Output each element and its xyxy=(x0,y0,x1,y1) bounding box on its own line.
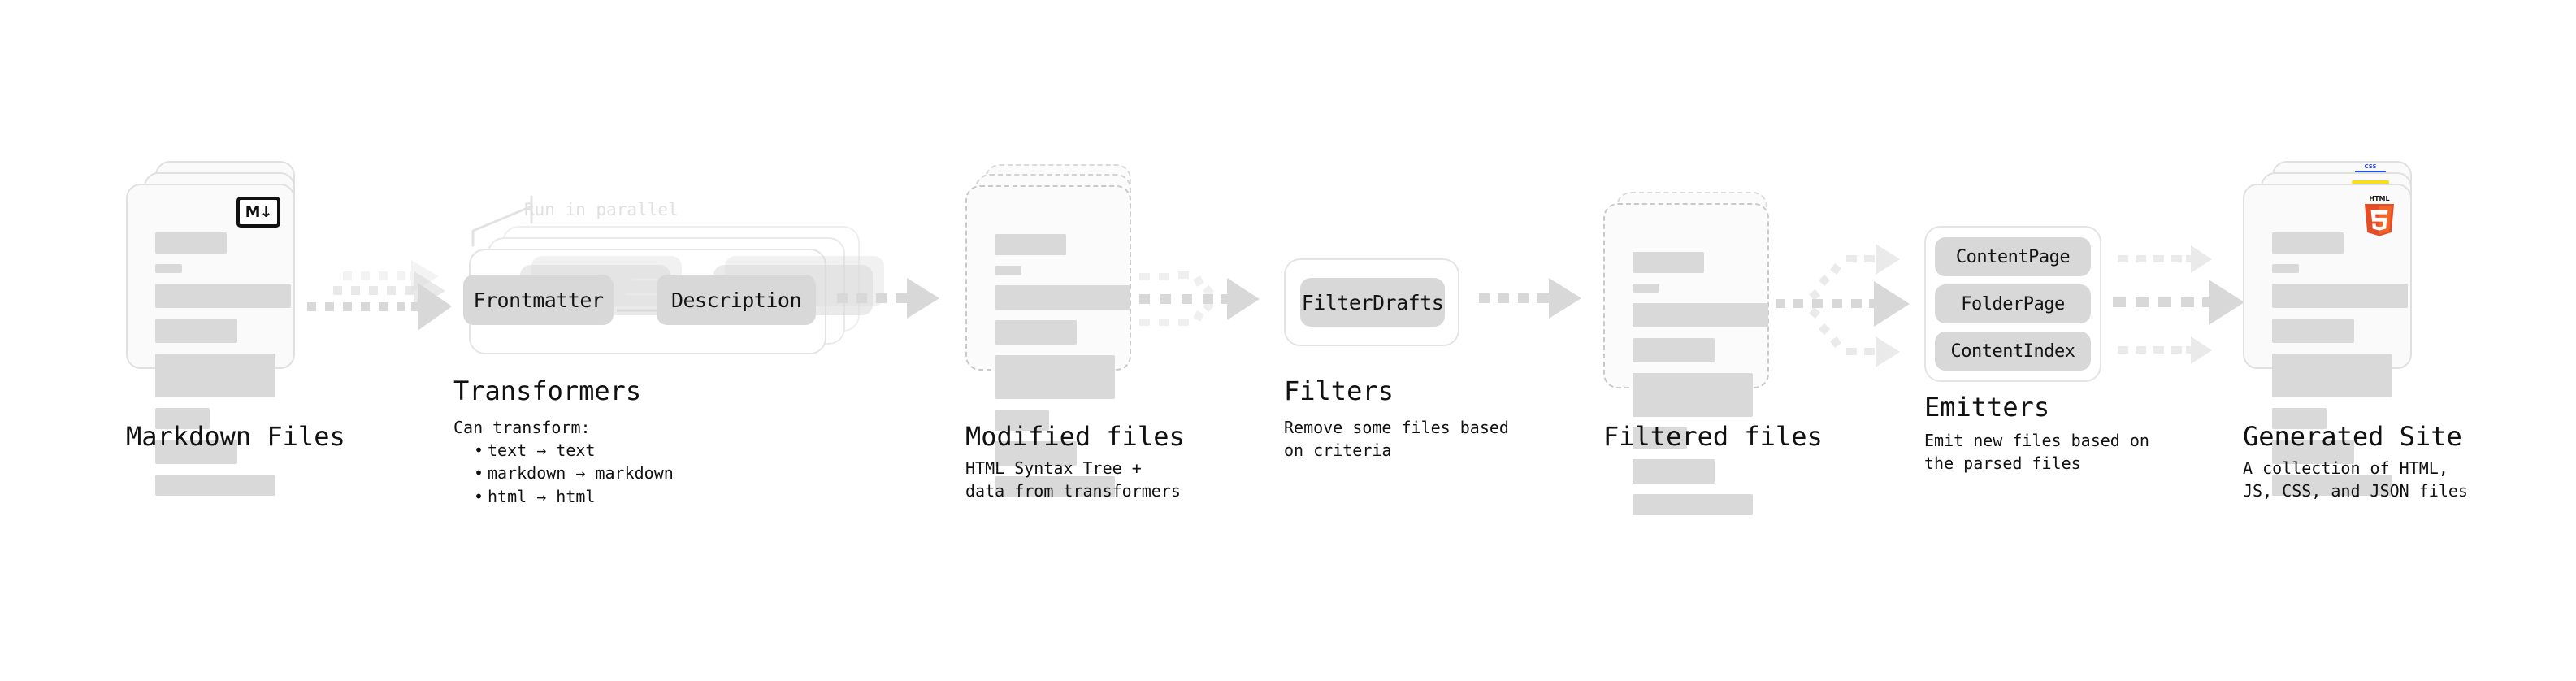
placeholder-bar xyxy=(1633,338,1715,362)
placeholder-bar xyxy=(155,354,275,397)
stage-title-modified-files: Modified files xyxy=(965,421,1185,452)
css-badge-text: CSS xyxy=(2364,163,2377,170)
placeholder-bar xyxy=(2272,440,2354,464)
transformer-chip-description-label: Description xyxy=(670,288,802,312)
placeholder-bar xyxy=(1633,459,1715,484)
placeholder-bar xyxy=(155,440,237,464)
placeholder-bar xyxy=(995,476,1115,497)
stage-title-markdown-files: Markdown Files xyxy=(126,421,345,452)
arrow-emitters-to-site xyxy=(2113,232,2251,379)
placeholder-bar xyxy=(1633,252,1704,273)
card-placeholder-bars xyxy=(995,234,1130,508)
arrow-filtered-to-emitters xyxy=(1776,231,1923,377)
stage-title-filters: Filters xyxy=(1284,375,1394,406)
transformer-chip-frontmatter-label: Frontmatter xyxy=(473,288,604,312)
placeholder-bar xyxy=(155,408,210,429)
arrow-filters-to-filtered xyxy=(1479,276,1593,325)
placeholder-bar xyxy=(1633,284,1659,293)
stage-title-filtered-files: Filtered files xyxy=(1603,421,1823,452)
placeholder-bar xyxy=(995,355,1115,399)
svg-text:HTML: HTML xyxy=(2369,195,2389,202)
placeholder-bar xyxy=(155,232,227,254)
emitter-chip-folderpage[interactable]: FolderPage xyxy=(1935,284,2091,323)
arrow-markdown-to-transformers xyxy=(307,260,453,343)
modified-card-front xyxy=(965,185,1131,497)
filter-chip-filterdrafts-label: FilterDrafts xyxy=(1301,290,1444,314)
placeholder-bar xyxy=(2272,232,2344,254)
transformer-chip-description[interactable]: Description xyxy=(657,275,816,325)
emitters-subtitle: Emit new files based on the parsed files xyxy=(1924,431,2149,474)
modified-files-subtitle: HTML Syntax Tree + data from transformer… xyxy=(965,458,1181,501)
card-placeholder-bars xyxy=(155,232,291,506)
placeholder-bar xyxy=(995,441,1077,466)
filtered-card-front xyxy=(1603,203,1769,515)
run-in-parallel-label: Run in parallel xyxy=(524,200,679,219)
stage-title-emitters: Emitters xyxy=(1924,392,2050,423)
arrow-transformers-to-modified xyxy=(837,276,951,325)
transformer-chip-frontmatter[interactable]: Frontmatter xyxy=(463,275,614,325)
transformers-capability-item: html → html xyxy=(474,485,674,509)
markdown-card-front: M↓ xyxy=(126,184,295,496)
placeholder-bar xyxy=(1633,427,1687,449)
generated-site-subtitle: A collection of HTML, JS, CSS, and JSON … xyxy=(2243,458,2468,501)
transformers-capability-item: markdown → markdown xyxy=(474,462,674,485)
placeholder-bar xyxy=(995,320,1077,345)
generated-card-front-html: HTML xyxy=(2243,184,2412,496)
placeholder-bar xyxy=(2272,284,2408,308)
emitter-chip-contentindex-label: ContentIndex xyxy=(1950,340,2075,362)
placeholder-bar xyxy=(155,319,237,343)
placeholder-bar xyxy=(995,410,1049,431)
placeholder-bar xyxy=(2272,475,2392,496)
placeholder-bar xyxy=(995,266,1021,275)
placeholder-bar xyxy=(995,234,1066,255)
placeholder-bar xyxy=(2272,319,2354,343)
placeholder-bar xyxy=(995,285,1130,310)
placeholder-bar xyxy=(155,284,291,308)
placeholder-bar xyxy=(155,264,182,273)
card-placeholder-bars xyxy=(2272,232,2408,506)
html5-badge: HTML xyxy=(2360,193,2399,236)
stage-title-transformers: Transformers xyxy=(453,375,642,406)
emitter-chip-contentindex[interactable]: ContentIndex xyxy=(1935,332,2091,371)
transformers-capability-item: text → text xyxy=(474,439,674,462)
placeholder-bar xyxy=(1633,373,1753,417)
placeholder-bar xyxy=(2272,408,2327,429)
transformers-capability-list: text → text markdown → markdown html → h… xyxy=(470,439,674,509)
filter-chip-filterdrafts[interactable]: FilterDrafts xyxy=(1300,278,1445,327)
run-in-parallel-bracket xyxy=(470,195,569,247)
placeholder-bar xyxy=(1633,303,1768,327)
filters-subtitle: Remove some files based on criteria xyxy=(1284,418,1509,461)
stage-title-generated-site: Generated Site xyxy=(2243,421,2462,452)
placeholder-bar xyxy=(2272,354,2392,397)
emitter-chip-contentpage-label: ContentPage xyxy=(1955,246,2071,267)
markdown-badge: M↓ xyxy=(236,197,280,228)
placeholder-bar xyxy=(155,475,275,496)
transformers-subtitle-heading: Can transform: xyxy=(453,418,591,437)
placeholder-bar xyxy=(1633,494,1753,515)
emitter-chip-contentpage[interactable]: ContentPage xyxy=(1935,237,2091,276)
arrow-modified-to-filters xyxy=(1139,244,1269,358)
emitter-chip-folderpage-label: FolderPage xyxy=(1961,293,2065,314)
card-placeholder-bars xyxy=(1633,252,1768,526)
placeholder-bar xyxy=(2272,264,2299,273)
